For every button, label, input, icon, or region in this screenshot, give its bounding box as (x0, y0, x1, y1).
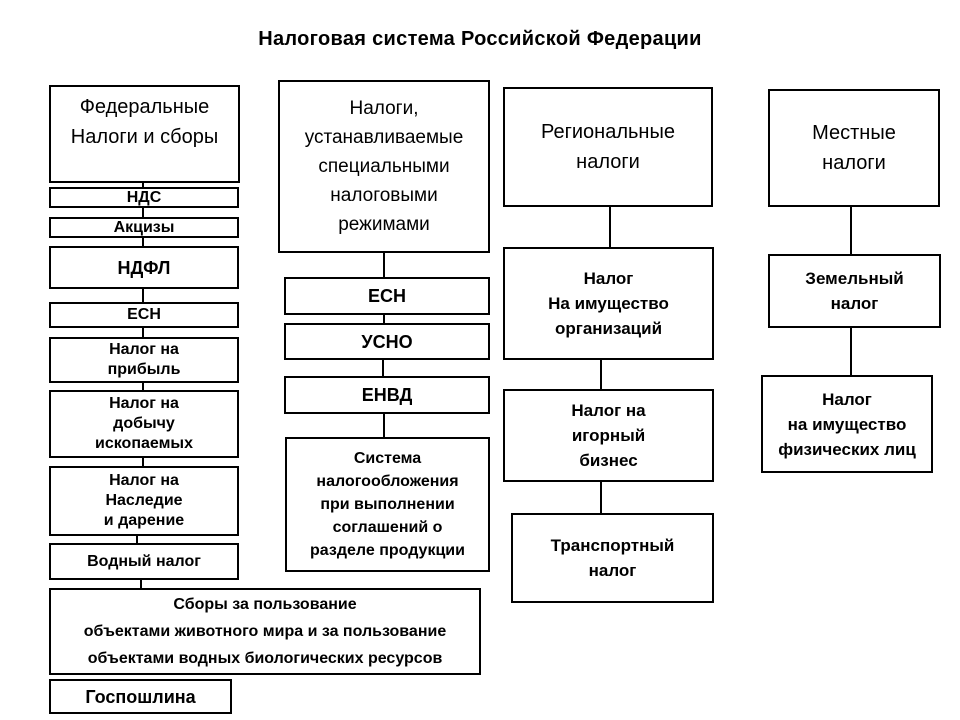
connector-line (142, 183, 144, 187)
connector-line (142, 289, 144, 302)
box-sistema-razdela-produkcii: Система налогообложения при выполнении с… (285, 437, 490, 572)
box-esn-federal: ЕСН (49, 302, 239, 328)
column-local-header: Местные налоги (768, 89, 940, 207)
box-ndfl: НДФЛ (49, 246, 239, 289)
connector-line (382, 360, 384, 376)
connector-line (142, 383, 144, 390)
box-envd: ЕНВД (284, 376, 490, 414)
connector-line (383, 315, 385, 323)
box-nalog-na-pribyl: Налог на прибыль (49, 337, 239, 383)
connector-line (850, 328, 852, 375)
connector-line (142, 238, 144, 246)
connector-line (609, 207, 611, 247)
connector-line (136, 536, 138, 543)
box-usno: УСНО (284, 323, 490, 360)
connector-line (142, 208, 144, 217)
column-special-regimes-header: Налоги, устанавливаемые специальными нал… (278, 80, 490, 253)
connector-line (850, 207, 852, 254)
column-federal-header: Федеральные Налоги и сборы (49, 85, 240, 183)
box-transportny-nalog: Транспортный налог (511, 513, 714, 603)
connector-line (600, 482, 602, 513)
box-sbory-za-polzovanie: Сборы за пользование объектами животного… (49, 588, 481, 675)
box-esn-special: ЕСН (284, 277, 490, 315)
box-imushchestvo-organizaciy: Налог На имущество организаций (503, 247, 714, 360)
box-vodny-nalog: Водный налог (49, 543, 239, 580)
diagram-title: Налоговая система Российской Федерации (258, 28, 702, 50)
box-igorny-biznes: Налог на игорный бизнес (503, 389, 714, 482)
box-nds: НДС (49, 187, 239, 208)
column-regional-header: Региональные налоги (503, 87, 713, 207)
box-nalog-na-dobychu-iskopaemyh: Налог на добычу ископаемых (49, 390, 239, 458)
box-akcizy: Акцизы (49, 217, 239, 238)
connector-line (383, 253, 385, 277)
box-nasledie-i-darenie: Налог на Наследие и дарение (49, 466, 239, 536)
connector-line (140, 580, 142, 588)
connector-line (142, 458, 144, 466)
box-gosposhlina: Госпошлина (49, 679, 232, 714)
connector-line (142, 328, 144, 337)
box-zemelny-nalog: Земельный налог (768, 254, 941, 328)
box-imushchestvo-fizlic: Налог на имущество физических лиц (761, 375, 933, 473)
connector-line (383, 414, 385, 437)
connector-line (600, 360, 602, 389)
